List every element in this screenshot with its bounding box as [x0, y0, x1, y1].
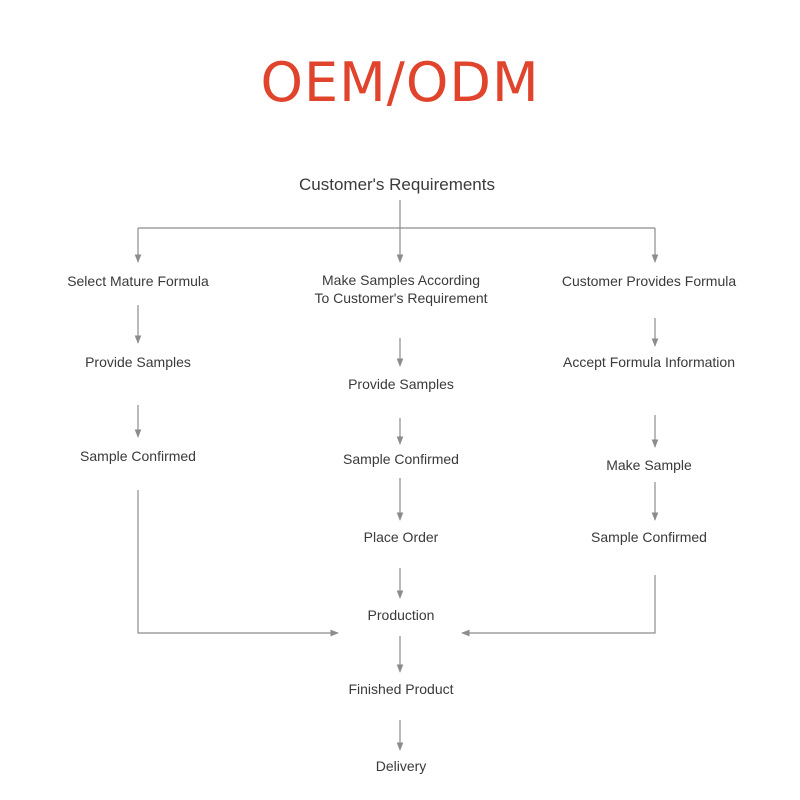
node-production: Production [368, 607, 435, 623]
arrow-right-to-production [461, 575, 656, 637]
node-delivery: Delivery [376, 758, 427, 774]
node-place-order: Place Order [364, 529, 439, 545]
node-finished-product: Finished Product [348, 681, 453, 697]
arrow-left-to-production [137, 490, 339, 637]
node-customer-provides-formula: Customer Provides Formula [562, 273, 736, 289]
connectors [134, 200, 659, 751]
node-mid-sample-confirmed: Sample Confirmed [343, 451, 459, 467]
node-customers-requirements: Customer's Requirements [299, 175, 495, 194]
nodes: Customer's Requirements Select Mature Fo… [67, 175, 736, 774]
node-make-samples-line-1: Make Samples According [322, 272, 480, 288]
node-left-sample-confirmed: Sample Confirmed [80, 448, 196, 464]
page-title: OEM/ODM [260, 51, 540, 114]
node-mid-provide-samples: Provide Samples [348, 376, 454, 392]
node-make-sample: Make Sample [606, 457, 692, 473]
node-left-provide-samples: Provide Samples [85, 354, 191, 370]
node-make-samples-line-2: To Customer's Requirement [314, 290, 487, 306]
node-select-mature-formula: Select Mature Formula [67, 273, 209, 289]
node-accept-formula-information: Accept Formula Information [563, 354, 735, 370]
node-right-sample-confirmed: Sample Confirmed [591, 529, 707, 545]
